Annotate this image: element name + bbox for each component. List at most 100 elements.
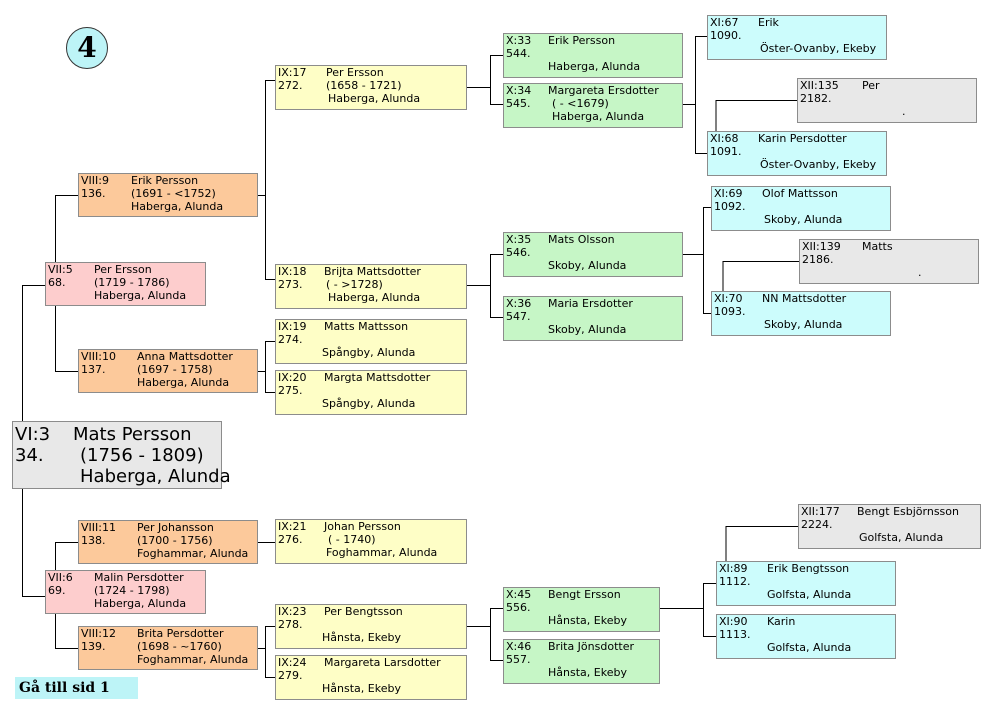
person-name: NN Mattsdotter: [762, 292, 847, 305]
person-place: Hånsta, Ekeby: [548, 666, 627, 679]
person-place: Foghammar, Alunda: [326, 546, 438, 559]
person-place: Haberga, Alunda: [552, 110, 645, 123]
gen-id: VIII:10: [81, 350, 116, 363]
person-number: 273.: [278, 278, 303, 291]
gen-id: X:36: [506, 297, 532, 310]
person-name: Per: [862, 79, 880, 92]
person-name: Erik Persson: [131, 174, 199, 187]
person-place: Haberga, Alunda: [94, 289, 187, 302]
person-dates: (1719 - 1786): [94, 276, 170, 289]
person-name: Erik Persson: [548, 34, 616, 47]
gen-id: XI:68: [710, 132, 739, 145]
person-number: 2224.: [801, 518, 833, 531]
person-name: Anna Mattsdotter: [137, 350, 233, 363]
person-name: Margta Mattsdotter: [324, 371, 431, 384]
person-place: Haberga, Alunda: [328, 92, 421, 105]
person-name: Bengt Esbjörnsson: [857, 505, 959, 518]
person-place: Foghammar, Alunda: [137, 547, 249, 560]
person-dates: (1756 - 1809): [80, 445, 204, 466]
person-place: Skoby, Alunda: [764, 213, 843, 226]
person-place: Golfsta, Alunda: [767, 588, 852, 601]
person-place: Öster-Ovanby, Ekeby: [760, 158, 877, 171]
person-number: 274.: [278, 333, 303, 346]
gen-id: IX:20: [278, 371, 307, 384]
person-name: Per Johansson: [137, 521, 214, 534]
person-number: 272.: [278, 79, 303, 92]
person-place: Hånsta, Ekeby: [548, 614, 627, 627]
person-place: Spångby, Alunda: [322, 397, 416, 410]
person-number: 34.: [15, 445, 44, 466]
person-name: Per Ersson: [326, 66, 384, 79]
gen-id: VIII:9: [81, 174, 109, 187]
gen-id: IX:19: [278, 320, 307, 333]
gen-id: XI:69: [714, 187, 743, 200]
person-name: Malin Persdotter: [94, 571, 184, 584]
person-number: 137.: [81, 363, 106, 376]
person-dates: ( - <1679): [552, 97, 609, 110]
goto-page-1-link[interactable]: Gå till sid 1: [15, 677, 138, 699]
gen-id: XI:89: [719, 562, 748, 575]
person-place: Haberga, Alunda: [131, 200, 224, 213]
person-place: Haberga, Alunda: [80, 466, 231, 487]
person-number: 546.: [506, 246, 531, 259]
gen-id: IX:24: [278, 656, 307, 669]
person-dates: (1724 - 1798): [94, 584, 170, 597]
person-name: Brita Jönsdotter: [548, 640, 634, 653]
person-number: 68.: [48, 276, 66, 289]
person-name: Maria Ersdotter: [548, 297, 633, 310]
page-number-badge: 4: [66, 27, 108, 69]
person-place: .: [902, 105, 906, 118]
person-number: 69.: [48, 584, 66, 597]
person-name: Erik: [758, 16, 779, 29]
person-dates: (1700 - 1756): [137, 534, 213, 547]
person-number: 276.: [278, 533, 303, 546]
gen-id: XI:90: [719, 615, 748, 628]
person-name: Margareta Larsdotter: [324, 656, 441, 669]
person-dates: (1691 - <1752): [131, 187, 216, 200]
person-number: 1090.: [710, 29, 742, 42]
person-place: Golfsta, Alunda: [859, 531, 944, 544]
person-place: Haberga, Alunda: [137, 376, 230, 389]
person-name: Brita Persdotter: [137, 627, 224, 640]
person-dates: (1658 - 1721): [326, 79, 402, 92]
person-place: Golfsta, Alunda: [767, 641, 852, 654]
person-number: 2182.: [800, 92, 832, 105]
person-name: Mats Persson: [73, 424, 192, 445]
gen-id: VIII:11: [81, 521, 116, 534]
person-name: Erik Bengtsson: [767, 562, 850, 575]
person-number: 279.: [278, 669, 303, 682]
gen-id: VII:5: [48, 263, 73, 276]
person-name: Per Bengtsson: [324, 605, 403, 618]
gen-id: X:45: [506, 588, 532, 601]
person-number: 1093.: [714, 305, 746, 318]
